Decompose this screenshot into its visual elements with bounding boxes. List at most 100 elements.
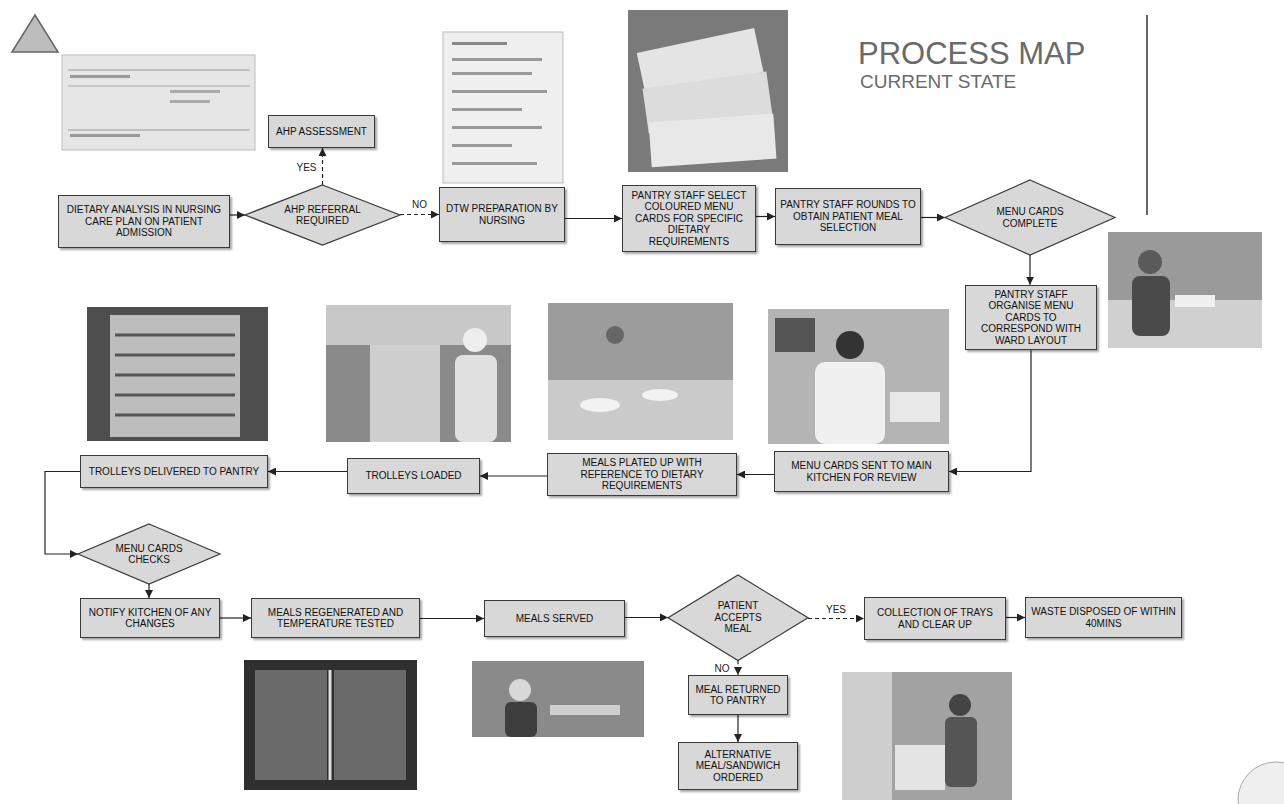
patient-head (509, 679, 531, 701)
form-rule (68, 70, 250, 71)
trolley-photo (87, 307, 268, 441)
served-photo (472, 661, 644, 737)
flow-arrow (1006, 617, 1025, 618)
subtitle: CURRENT STATE (860, 71, 1016, 93)
trolley (895, 745, 945, 790)
node-text: PANTRY STAFF ORGANISE MENU CARDS TO CORR… (970, 289, 1092, 347)
node-text: MEALS PLATED UP WITH REFERENCE TO DIETAR… (552, 457, 732, 492)
patient-body (505, 702, 537, 737)
node-text: PANTRY STAFF SELECT COLOURED MENU CARDS … (627, 190, 751, 248)
diamond-shape (78, 524, 220, 584)
oven-door (255, 670, 327, 780)
node-text: MENU CARDS COMPLETE (983, 206, 1077, 229)
flow-arrow (45, 472, 80, 555)
flow-arrow (1029, 255, 1030, 285)
node-text: MEAL RETURNED TO PANTRY (693, 684, 783, 707)
node-text: PATIENT ACCEPTS MEAL (700, 600, 777, 635)
decision-diamond: PATIENT ACCEPTS MEAL (668, 575, 808, 661)
node-text: NOTIFY KITCHEN OF ANY CHANGES (85, 607, 215, 630)
node-text: COLLECTION OF TRAYS AND CLEAR UP (869, 607, 1001, 630)
flow-arrow (148, 584, 149, 598)
person-body (945, 717, 977, 787)
flow-arrow (949, 350, 1031, 471)
flow-arrow (268, 471, 347, 472)
logo-mark (1238, 762, 1284, 804)
decision-diamond: MENU CARDS CHECKS (78, 524, 220, 584)
node-text: PANTRY STAFF ROUNDS TO OBTAIN PATIENT ME… (780, 199, 916, 234)
shelf (115, 354, 235, 357)
process-box: MEALS PLATED UP WITH REFERENCE TO DIETAR… (547, 453, 737, 496)
form-writing (70, 75, 130, 78)
person-head (836, 331, 864, 359)
menu-card (649, 114, 777, 168)
wall (842, 672, 892, 800)
person-body (815, 362, 885, 444)
process-box: PANTRY STAFF ROUNDS TO OBTAIN PATIENT ME… (775, 188, 921, 245)
document-photo (443, 32, 563, 183)
edge-label: YES (824, 603, 848, 614)
page-title: PROCESS MAP (858, 36, 1085, 72)
flow-arrow (921, 217, 945, 218)
flow-arrow (480, 475, 547, 476)
process-box: MENU CARDS SENT TO MAIN KITCHEN FOR REVI… (774, 451, 949, 492)
flow-arrow (808, 618, 864, 619)
tray-table (550, 705, 620, 715)
process-box: MEALS SERVED (484, 600, 625, 637)
node-text: MEALS SERVED (489, 613, 620, 625)
oven-door (334, 670, 406, 780)
corridor-photo (842, 672, 1012, 800)
plate (580, 398, 620, 412)
process-box: NOTIFY KITCHEN OF ANY CHANGES (80, 598, 220, 638)
doc-writing (452, 58, 542, 61)
process-box: PANTRY STAFF SELECT COLOURED MENU CARDS … (622, 185, 756, 252)
node-text: AHP ASSESSMENT (273, 126, 370, 138)
form-rule (68, 130, 250, 131)
menu-cards-photo (628, 10, 788, 172)
flow-arrow (230, 214, 245, 215)
node-text: AHP REFERRAL REQUIRED (280, 204, 365, 227)
doc-writing (452, 144, 512, 147)
diamond-shape (945, 180, 1115, 255)
node-text: MENU CARDS CHECKS (110, 543, 188, 566)
computer-photo (768, 309, 949, 444)
flow-arrow (400, 214, 439, 215)
node-text: WASTE DISPOSED OF WITHIN 40MINS (1030, 606, 1177, 629)
edge-label: NO (713, 662, 732, 673)
node-text: TROLLEYS DELIVERED TO PANTRY (85, 466, 263, 478)
paper (1175, 295, 1215, 307)
process-box: DTW PREPARATION BY NURSING (439, 187, 565, 242)
node-text: TROLLEYS LOADED (352, 470, 475, 482)
counter (1108, 300, 1262, 348)
doc-writing (452, 42, 507, 45)
form-writing (170, 100, 210, 103)
process-box: WASTE DISPOSED OF WITHIN 40MINS (1025, 597, 1182, 638)
kitchen-photo (548, 303, 733, 440)
person-head (606, 326, 624, 344)
process-box: MEAL RETURNED TO PANTRY (688, 675, 788, 715)
doc-writing (452, 72, 532, 75)
shelf (115, 394, 235, 397)
flow-arrow (565, 218, 622, 219)
edge-label: YES (294, 161, 318, 172)
card-tray (890, 392, 940, 422)
process-box: AHP ASSESSMENT (268, 115, 375, 148)
shelf (115, 334, 235, 337)
monitor (775, 318, 815, 352)
node-text: MEALS REGENERATED AND TEMPERATURE TESTED (256, 607, 415, 630)
form-photo (62, 55, 255, 150)
form-writing (70, 134, 140, 137)
trolley-rack (110, 315, 240, 437)
person-body (455, 355, 497, 442)
decision-diamond: AHP REFERRAL REQUIRED (245, 185, 400, 245)
divider-line (1146, 15, 1148, 215)
form-rule (68, 86, 250, 87)
person-head (463, 328, 487, 352)
process-box: TROLLEYS LOADED (347, 458, 480, 494)
flow-arrow (737, 660, 738, 675)
doc-writing (452, 162, 537, 165)
decision-diamond: MENU CARDS COMPLETE (945, 180, 1115, 255)
pantry-photo (1108, 232, 1262, 348)
